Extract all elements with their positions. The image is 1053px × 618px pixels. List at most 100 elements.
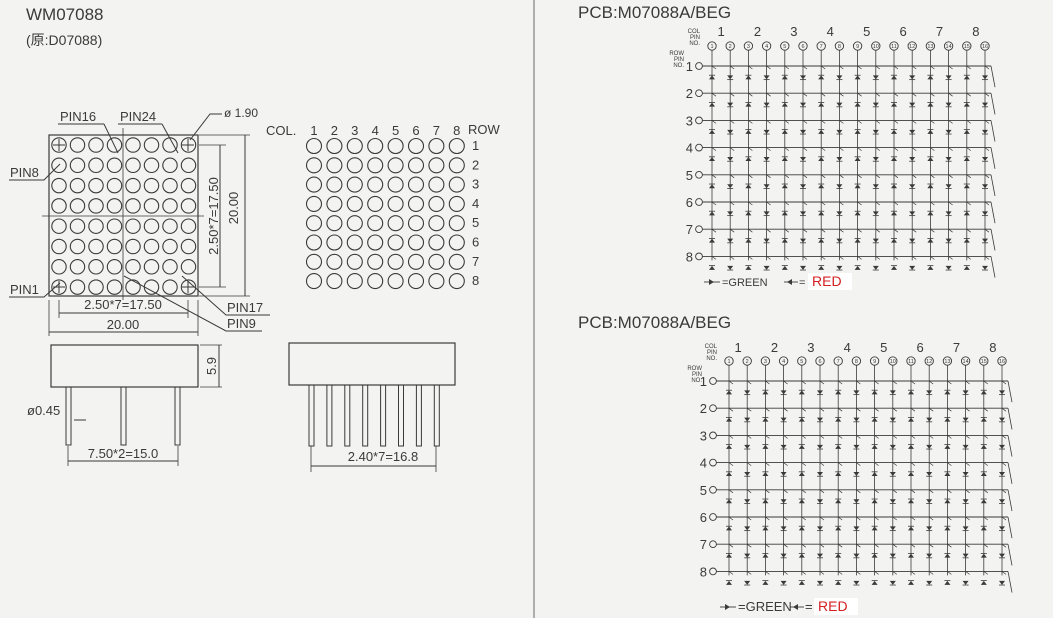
matrix-dot — [448, 195, 465, 212]
end-pin — [344, 384, 351, 447]
red-led-diode — [999, 390, 1005, 395]
green-led-diode — [963, 265, 970, 270]
diode-lead — [856, 462, 861, 466]
diode-lead — [892, 571, 898, 575]
red-led-diode — [780, 472, 787, 477]
red-led-diode — [926, 472, 933, 477]
diode-lead — [819, 407, 825, 412]
matrix-dot — [367, 253, 384, 270]
diode-lead — [928, 543, 934, 548]
green-led-diode — [980, 390, 987, 395]
diode-lead — [875, 65, 881, 70]
column-pin-circle — [724, 356, 734, 366]
column-pin-circle — [742, 356, 752, 366]
diode-lead — [948, 174, 953, 179]
led-dot — [180, 259, 197, 275]
row-end-wire — [1007, 435, 1013, 457]
matrix-dot — [326, 157, 343, 174]
green-led-diode — [927, 238, 934, 243]
matrix-dot — [448, 137, 465, 155]
matrix-dot — [346, 195, 363, 212]
matrix-dot — [407, 215, 425, 232]
matrix-dot — [448, 157, 465, 174]
red-led-diode — [817, 499, 823, 504]
end-pin — [415, 384, 422, 447]
matrix-row-number: 4 — [472, 196, 479, 211]
diode-lead — [837, 380, 843, 385]
diode-lead — [911, 120, 917, 124]
green-led-diode — [762, 580, 769, 585]
red-led-diode — [872, 238, 879, 243]
pin9-leader — [123, 275, 262, 332]
row-number: 2 — [686, 86, 693, 101]
red-led-diode — [817, 526, 823, 531]
matrix-dot — [387, 137, 404, 155]
diode-lead — [947, 407, 952, 412]
diode-lead — [892, 516, 898, 521]
row-number: 1 — [700, 374, 707, 389]
end-pin — [398, 384, 404, 447]
column-pin-number: 1 — [727, 359, 730, 365]
column-pin-circle — [888, 356, 898, 366]
diode-lead — [728, 571, 734, 575]
red-led-diode — [982, 184, 988, 189]
led-dot — [88, 238, 104, 255]
led-dot — [106, 198, 123, 214]
led-dot — [51, 177, 67, 194]
matrix-dot — [428, 176, 445, 193]
column-number: 8 — [972, 24, 979, 39]
matrix-dot — [346, 176, 363, 193]
red-led-diode — [962, 417, 969, 422]
row-label: ROW — [468, 122, 501, 137]
end-pin — [308, 384, 315, 447]
column-pin-number: 16 — [999, 359, 1005, 365]
led-dot — [125, 157, 141, 174]
red-led-diode — [999, 580, 1005, 585]
diode-lead — [729, 147, 735, 151]
column-pin-number: 9 — [856, 44, 859, 50]
led-dot — [143, 177, 160, 194]
diode-lead — [837, 571, 843, 575]
led-dot — [69, 198, 86, 214]
column-pin-number: 15 — [964, 44, 970, 50]
column-pin-circle — [962, 41, 972, 51]
row-end-wire — [1007, 571, 1013, 593]
green-led-diode — [963, 238, 970, 243]
green-led-diode — [781, 211, 788, 216]
green-led-diode — [726, 390, 732, 395]
matrix-dot — [346, 273, 363, 290]
column-pin-circle — [725, 41, 735, 51]
red-led-diode — [962, 580, 969, 585]
diode-lead — [766, 228, 771, 233]
diode-lead — [783, 489, 788, 494]
diode-lead — [819, 489, 825, 494]
col-header-text: PIN — [707, 350, 717, 356]
pin-span-label: 7.50*2=15.0 — [88, 446, 158, 461]
column-pin-number: 5 — [800, 359, 803, 365]
diode-lead — [802, 65, 808, 70]
green-led-diode — [891, 184, 897, 189]
red-led-diode — [800, 184, 806, 189]
column-pin-circle — [906, 356, 916, 366]
red-led-diode — [982, 157, 988, 162]
row-end-wire — [1007, 544, 1013, 566]
red-led-diode — [727, 265, 734, 270]
end-view-body — [288, 342, 456, 386]
red-led-diode — [800, 238, 806, 243]
led-dot — [69, 157, 86, 174]
diode-lead — [839, 92, 844, 97]
row-header-text: ROW — [669, 51, 684, 57]
red-led-diode — [872, 129, 879, 134]
red-led-diode — [744, 390, 751, 395]
pin16-leader — [103, 123, 119, 154]
column-pin-circle — [925, 41, 936, 51]
matrix-dot — [346, 253, 363, 270]
col-header-text: COL — [688, 29, 701, 35]
diode-lead — [728, 462, 734, 466]
red-legend-box — [814, 598, 858, 615]
red-led-diode — [744, 417, 751, 422]
column-number: 3 — [790, 24, 797, 39]
diode-lead — [965, 543, 970, 548]
green-led-diode — [980, 499, 987, 504]
